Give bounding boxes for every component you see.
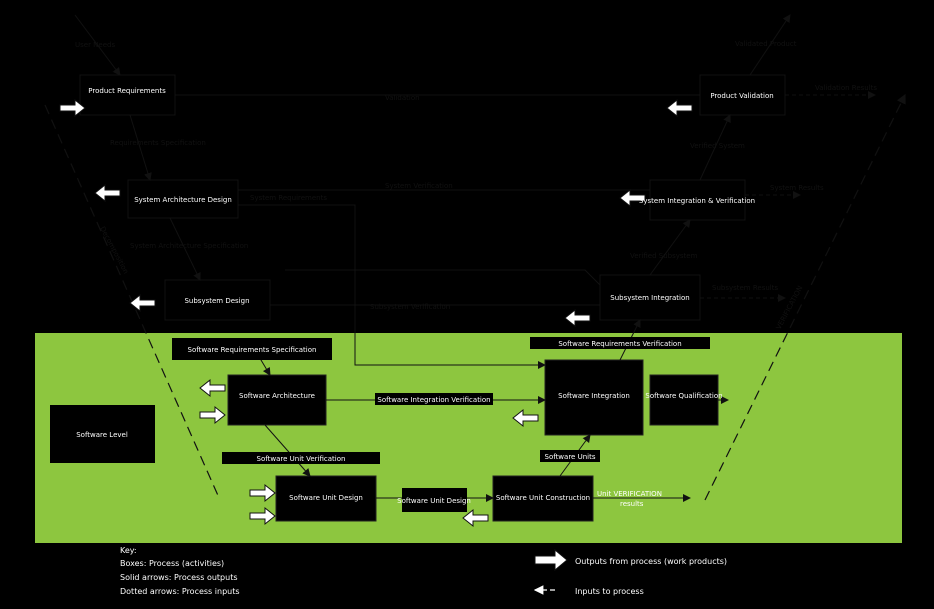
unit-design-label-box — [402, 488, 467, 512]
software-unit-construction-box — [492, 475, 594, 522]
legend-line-1: Boxes: Process (activities) — [120, 559, 224, 568]
architecture-to-unit — [264, 424, 311, 477]
unit-design-text: Software Unit Design — [397, 497, 471, 505]
product-requirements-spec-label: Requirements Specification — [110, 139, 206, 147]
software-level-box — [50, 405, 155, 463]
sw-requirements-label: Software Requirements Specification — [188, 346, 317, 354]
legend-line-3: Dotted arrows: Process inputs — [120, 587, 240, 596]
integration-verification-label-box — [375, 393, 493, 405]
user-needs-label: User Needs — [75, 41, 115, 49]
validated-product-label: Validated Product — [735, 40, 797, 48]
software-units-label-box — [540, 450, 600, 462]
subsystem-design-title: Subsystem Design — [184, 297, 249, 305]
system-out-label: System Results — [770, 184, 824, 192]
hollow-arrow-icon — [59, 98, 693, 528]
software-band — [35, 333, 902, 543]
verification-dashed-line — [704, 93, 906, 501]
system-integration-box — [649, 179, 746, 221]
software-unit-design-title: Software Unit Design — [289, 494, 363, 502]
subsystem-design-box — [164, 279, 271, 321]
software-qualification-title: Software Qualification — [645, 392, 722, 400]
arch-to-subsystem-arrow — [169, 217, 201, 281]
sw-requirements-label-box — [172, 338, 332, 360]
subsystem-to-system-arrow — [649, 219, 691, 276]
software-integration-box — [544, 359, 644, 436]
sw-requirements-flow — [238, 204, 546, 369]
system-verification-label: System Verification — [385, 182, 453, 190]
subsystem-interface-link — [285, 269, 601, 286]
integration-verification-text: Software Integration Verification — [377, 396, 490, 404]
system-architecture-title: System Architecture Design — [134, 196, 232, 204]
software-integration-title: Software Integration — [558, 392, 630, 400]
subsystem-verification-label: Subsystem Verification — [370, 303, 450, 311]
req-to-arch-arrow — [129, 114, 152, 181]
subsystem-out-label: Subsystem Results — [712, 284, 778, 292]
software-unit-design-box — [275, 475, 377, 522]
sw-req-verification-label-box — [530, 337, 710, 349]
software-architecture-title: Software Architecture — [239, 392, 315, 400]
unit-verification-text: Software Unit Verification — [257, 455, 346, 463]
subsystem-integration-title: Subsystem Integration — [610, 294, 689, 302]
system-arch-spec-label: System Architecture Specification — [130, 242, 248, 250]
software-unit-construction-title: Software Unit Construction — [496, 494, 590, 502]
product-out-label: Validation Results — [815, 84, 877, 92]
product-validation-title: Product Validation — [710, 92, 773, 100]
unit-verification-label-box — [222, 452, 380, 464]
product-requirements-box — [79, 74, 176, 116]
verified-subsystem-label: Verified Subsystem — [630, 252, 698, 260]
legend-inputs-label: Inputs to process — [575, 587, 644, 596]
system-requirements-label: System Requirements — [250, 194, 327, 202]
product-requirements-title: Product Requirements — [88, 87, 166, 95]
software-units-text: Software Units — [545, 453, 596, 461]
decomposition-label: Decomposition — [98, 225, 130, 275]
subsystem-integration-box — [599, 274, 701, 321]
verified-system-label: Verified System — [690, 142, 745, 150]
validation-link-label: Validation — [385, 94, 420, 102]
legend-line-2: Solid arrows: Process outputs — [120, 573, 238, 582]
software-architecture-box — [227, 374, 327, 426]
legend-hollow-arrow-icon — [534, 548, 568, 572]
software-qualification-box — [649, 374, 719, 426]
system-architecture-box — [127, 179, 239, 219]
software-level-title: Software Level — [76, 431, 128, 439]
unit-results-label-2: results — [620, 500, 644, 508]
legend-title: Key: — [120, 546, 137, 555]
unit-results-label: Unit VERIFICATION — [597, 490, 662, 498]
system-to-product-arrow — [699, 114, 731, 181]
system-integration-title: System Integration & Verification — [639, 197, 755, 205]
user-needs-arrow — [74, 14, 121, 76]
legend-outputs-label: Outputs from process (work products) — [575, 557, 727, 566]
sw-req-verification-text: Software Requirements Verification — [558, 340, 681, 348]
